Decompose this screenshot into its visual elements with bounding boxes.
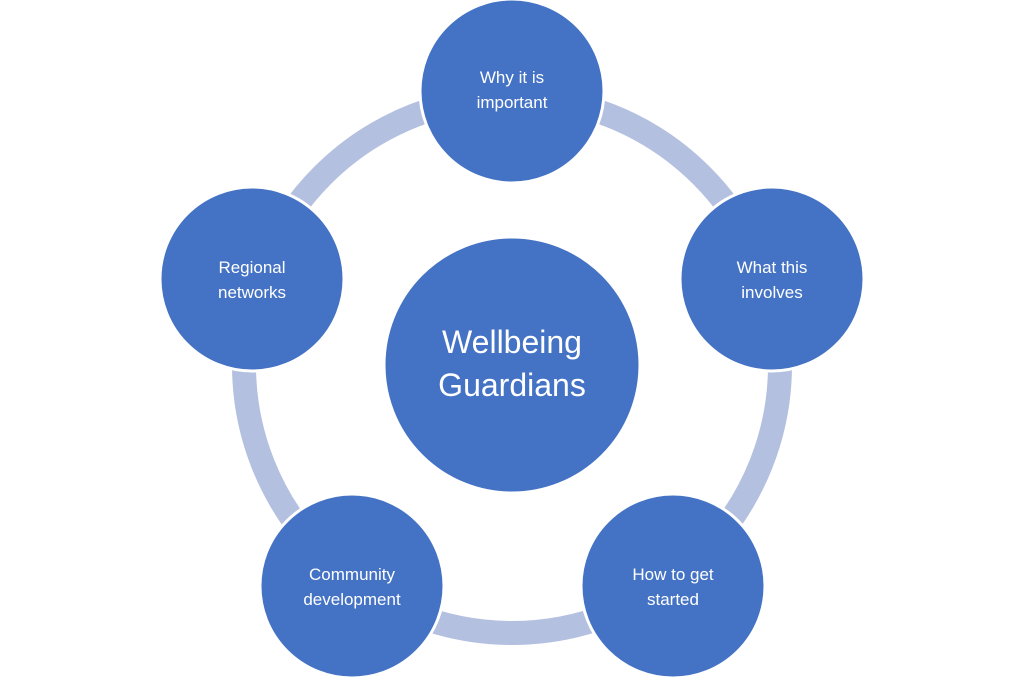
node-community-development: Community development — [258, 492, 446, 680]
node-circle — [158, 185, 346, 373]
node-label-line-2: development — [303, 590, 401, 609]
center-label-line-1: Wellbeing — [442, 324, 582, 360]
node-label-line-1: Community — [309, 565, 395, 584]
node-label-line-2: networks — [218, 283, 286, 302]
node-circle — [579, 492, 767, 680]
node-label-line-2: involves — [741, 283, 802, 302]
center-circle — [382, 235, 642, 495]
node-why-it-is-important: Why it is important — [418, 0, 606, 185]
node-label-line-1: How to get — [632, 565, 714, 584]
node-label-line-2: started — [647, 590, 699, 609]
node-how-to-get-started: How to get started — [579, 492, 767, 680]
node-what-this-involves: What this involves — [678, 185, 866, 373]
node-label-line-2: important — [477, 93, 548, 112]
node-circle — [258, 492, 446, 680]
node-circle — [418, 0, 606, 185]
node-label-line-1: Why it is — [480, 68, 544, 87]
node-circle — [678, 185, 866, 373]
node-label-line-1: What this — [737, 258, 808, 277]
node-regional-networks: Regional networks — [158, 185, 346, 373]
center-node: Wellbeing Guardians — [382, 235, 642, 495]
node-label-line-1: Regional — [218, 258, 285, 277]
center-label-line-2: Guardians — [438, 367, 586, 403]
